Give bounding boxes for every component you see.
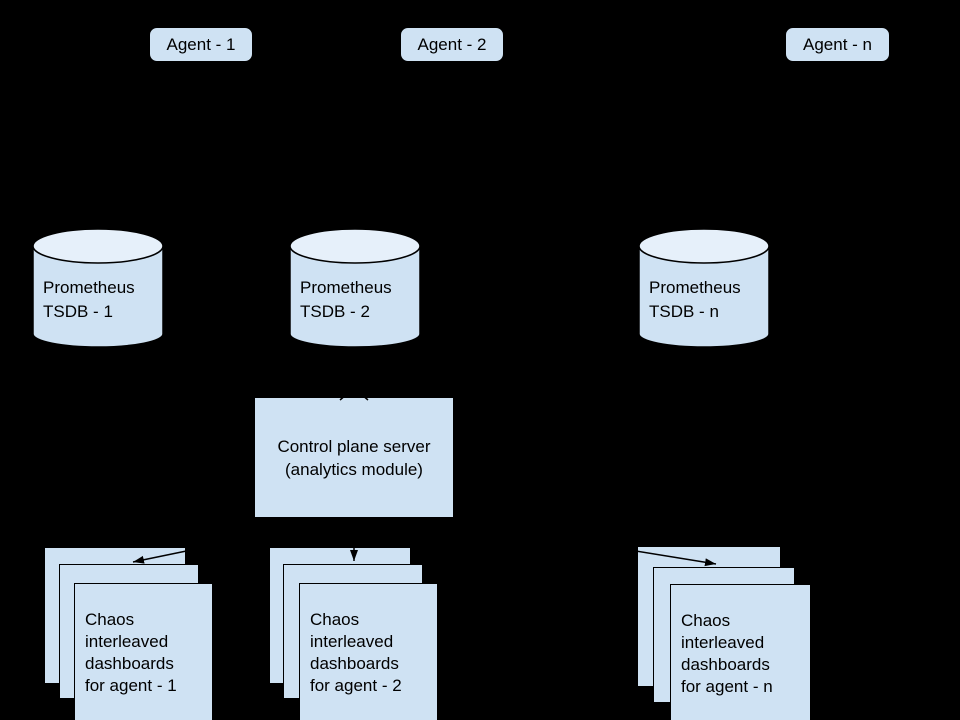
tsdb-1-label: Prometheus TSDB - 1 xyxy=(43,278,135,321)
dashboards-2-label: Chaos interleaved dashboards for agent -… xyxy=(310,610,402,695)
control-plane-label-line2: (analytics module) xyxy=(285,460,423,479)
arrow-tsdb2-to-control-plane xyxy=(339,352,369,401)
node-agent-2: Agent - 2 xyxy=(400,27,504,62)
agent-2-label: Agent - 2 xyxy=(417,34,487,54)
control-plane-label-line1: Control plane server xyxy=(277,437,431,456)
dashboards-n-label: Chaos interleaved dashboards for agent -… xyxy=(681,611,773,696)
node-agent-n: Agent - n xyxy=(785,27,890,62)
cylinder-tsdb-1 xyxy=(32,228,164,348)
dashboard-page-front: Chaos interleaved dashboards for agent -… xyxy=(74,583,213,720)
node-control-plane-server: Control plane server (analytics module) xyxy=(255,398,453,517)
tsdb-n-label: Prometheus TSDB - n xyxy=(649,278,741,321)
dashboards-1-label: Chaos interleaved dashboards for agent -… xyxy=(85,610,177,695)
tsdb-2-label: Prometheus TSDB - 2 xyxy=(300,278,392,321)
cylinder-tsdb-n xyxy=(638,228,770,348)
cylinder-tsdb-2 xyxy=(289,228,421,348)
dashboard-page-front: Chaos interleaved dashboards for agent -… xyxy=(670,584,811,720)
node-agent-1: Agent - 1 xyxy=(149,27,253,62)
dashboard-page-front: Chaos interleaved dashboards for agent -… xyxy=(299,583,438,720)
agent-1-label: Agent - 1 xyxy=(166,34,236,54)
agent-n-label: Agent - n xyxy=(803,34,872,54)
